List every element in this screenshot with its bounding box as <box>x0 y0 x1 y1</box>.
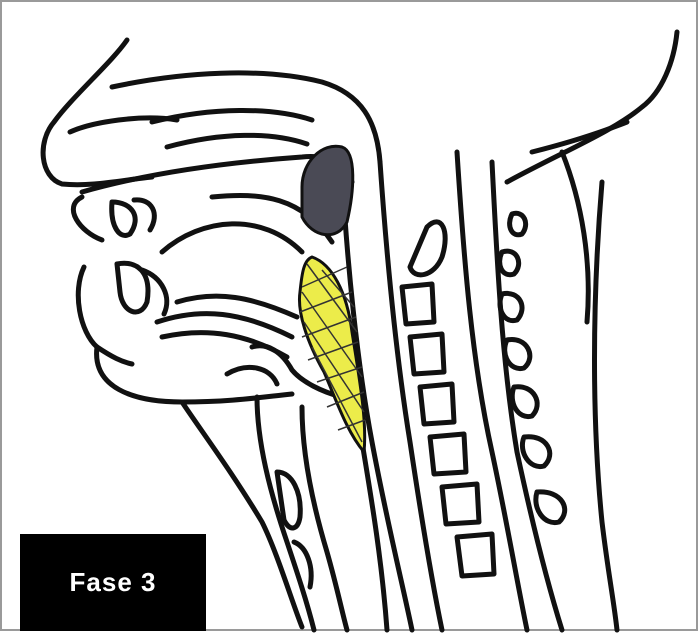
spinous-process-6 <box>522 437 549 467</box>
vertebra-5 <box>430 434 466 474</box>
vertebra-6 <box>442 484 479 524</box>
phase-label: Fase 3 <box>70 567 157 598</box>
spinous-process-4 <box>505 340 530 369</box>
tongue-outline <box>162 224 302 252</box>
neck-back-outline <box>507 32 677 182</box>
nasal-concha-lower <box>167 135 307 147</box>
vertebra-1 <box>410 222 445 275</box>
spinous-process-3 <box>500 293 522 320</box>
spinal-canal-back <box>492 162 562 630</box>
larynx-back <box>302 407 347 630</box>
vertebra-7 <box>457 534 494 576</box>
upper-lip <box>73 197 102 240</box>
neck-back-lower <box>595 182 618 630</box>
spinous-process-2 <box>500 251 519 275</box>
hyoid-bone <box>227 367 277 384</box>
spinous-process-5 <box>512 387 537 417</box>
pharynx-wall-back <box>380 162 442 630</box>
chin-outline <box>97 347 292 402</box>
vertebra-3 <box>410 334 444 374</box>
phase-label-box: Fase 3 <box>20 534 206 631</box>
vertebra-4 <box>420 384 454 424</box>
lower-lip <box>78 267 132 364</box>
nasopharynx-shading <box>302 146 353 235</box>
upper-tooth-1 <box>112 202 135 235</box>
bolus-highlight <box>299 257 364 452</box>
nose-outline <box>43 40 152 185</box>
vertebra-2 <box>402 284 434 324</box>
spinous-process-1 <box>510 213 526 234</box>
occiput-outline <box>562 152 588 322</box>
spinous-process-7 <box>536 492 565 523</box>
esophagus-line <box>362 442 387 630</box>
